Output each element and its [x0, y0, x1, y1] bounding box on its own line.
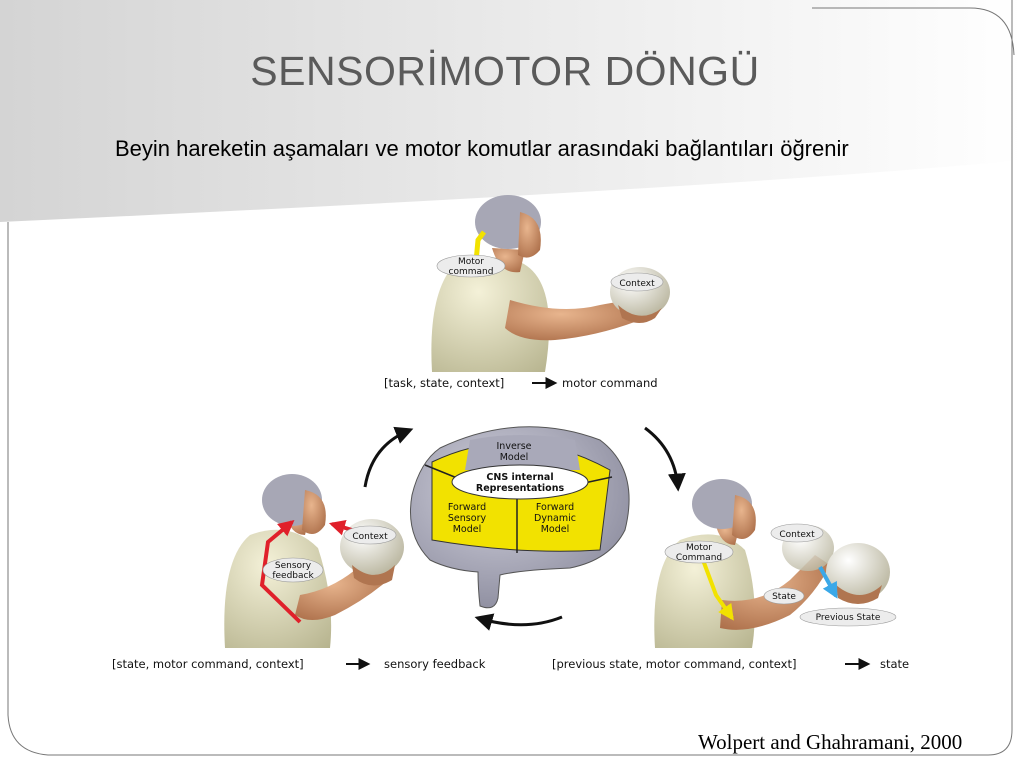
right-motor-command-label-1: Motor — [686, 543, 712, 553]
right-state-label: State — [772, 592, 796, 602]
cycle-arrow-bottom — [474, 613, 563, 631]
forward-sensory-label-2: Sensory — [448, 513, 487, 524]
right-context-label: Context — [779, 530, 815, 540]
top-motor-command-label-1: Motor — [458, 257, 484, 267]
top-motor-command-label-2: command — [449, 267, 494, 277]
forward-sensory-label-1: Forward — [448, 502, 486, 513]
top-formula-input: [task, state, context] — [384, 376, 504, 390]
brain-internal-models: Inverse Model CNS internal Representatio… — [409, 426, 630, 609]
top-figure: Motor command Context [task, state, cont… — [384, 195, 670, 390]
left-formula-input: [state, motor command, context] — [112, 657, 304, 671]
cns-label-1: CNS internal — [486, 472, 553, 483]
cns-label-2: Representations — [476, 483, 565, 494]
right-formula-input: [previous state, motor command, context] — [552, 657, 796, 671]
right-motor-command-label-2: Command — [676, 553, 722, 563]
right-formula-output: state — [880, 657, 909, 671]
citation: Wolpert and Ghahramani, 2000 — [698, 730, 963, 754]
forward-sensory-label-3: Model — [453, 524, 482, 535]
slide-title: SENSORİMOTOR DÖNGÜ — [250, 48, 760, 94]
cycle-arrow-left — [363, 426, 414, 488]
slide-subtitle: Beyin hareketin aşamaları ve motor komut… — [115, 136, 849, 161]
right-figure: Motor Command Context State Previous Sta… — [552, 479, 909, 671]
cycle-arrow-right — [644, 426, 686, 492]
right-previous-state-label: Previous State — [816, 613, 881, 623]
top-formula-output: motor command — [562, 376, 658, 390]
top-context-label: Context — [619, 279, 655, 289]
left-context-label: Context — [352, 532, 388, 542]
left-sensory-feedback-label-1: Sensory — [275, 561, 312, 571]
forward-dynamic-label-1: Forward — [536, 502, 574, 513]
inverse-model-label-1: Inverse — [497, 441, 532, 452]
left-figure: Context Sensory feedback [state, motor c… — [112, 474, 486, 671]
forward-dynamic-label-2: Dynamic — [534, 513, 576, 524]
left-sensory-feedback-label-2: feedback — [272, 571, 314, 581]
left-formula-output: sensory feedback — [384, 657, 486, 671]
forward-dynamic-label-3: Model — [541, 524, 570, 535]
inverse-model-label-2: Model — [500, 452, 529, 463]
